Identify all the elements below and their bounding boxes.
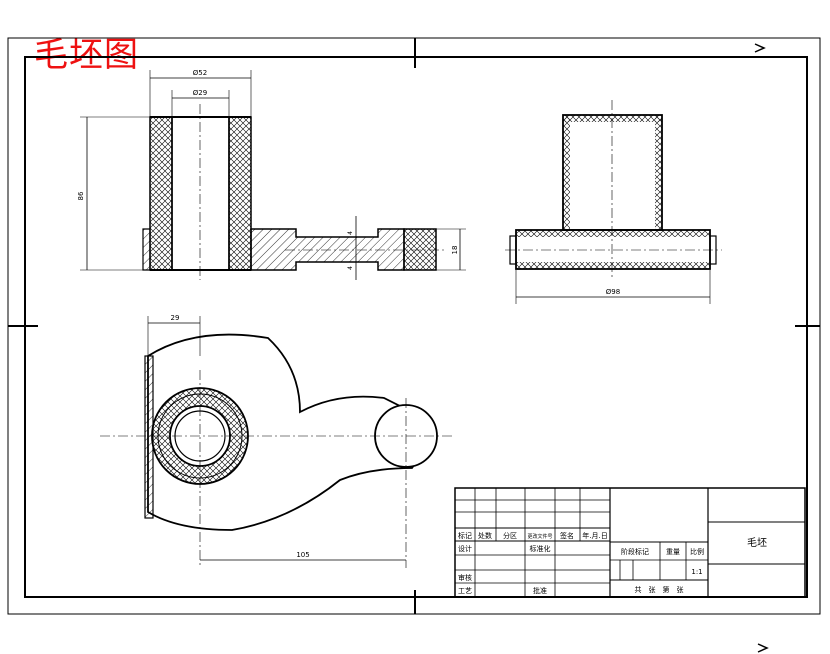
tb-weight: 重量 bbox=[666, 548, 680, 556]
blank-drawing-stamp: 毛坯图 bbox=[34, 35, 139, 75]
dim-hole-top: 4 bbox=[347, 231, 354, 235]
tb-review: 审核 bbox=[458, 573, 472, 582]
title-block-text: 标记 处数 分区 更改文件号 签名 年.月.日 设计 标准化 阶段标记 重量 比… bbox=[458, 531, 767, 595]
dim-height: 86 bbox=[77, 191, 85, 200]
dim-arm-height: 18 bbox=[451, 246, 459, 255]
tb-design: 设计 bbox=[458, 544, 472, 553]
sheet-frame bbox=[7, 37, 821, 653]
title-block bbox=[454, 487, 806, 598]
tb-signature: 签名 bbox=[560, 531, 574, 540]
dim-hole-bottom: 4 bbox=[347, 266, 354, 270]
tb-standardization: 标准化 bbox=[530, 544, 551, 553]
tb-mark: 标记 bbox=[458, 531, 472, 540]
tb-process: 工艺 bbox=[458, 587, 472, 595]
tb-zone: 分区 bbox=[503, 531, 517, 540]
dim-side-width: Ø98 bbox=[606, 288, 620, 296]
tb-approve: 批准 bbox=[533, 586, 547, 595]
dim-offset: 29 bbox=[171, 314, 180, 322]
tb-part-name: 毛坯 bbox=[747, 537, 767, 549]
dim-center-distance: 105 bbox=[296, 551, 309, 559]
tb-count: 处数 bbox=[478, 531, 492, 540]
tb-scale: 1:1 bbox=[691, 568, 702, 576]
tb-date: 年.月.日 bbox=[582, 531, 607, 540]
tb-sheets: 共 张 第 张 bbox=[635, 585, 684, 594]
tb-ratio: 比例 bbox=[690, 547, 704, 556]
tb-stage-mark: 阶段标记 bbox=[621, 547, 649, 556]
front-dimensions: Ø52 Ø29 86 18 4 4 bbox=[77, 69, 466, 280]
tb-change-doc: 更改文件号 bbox=[527, 533, 552, 540]
top-view: 29 105 bbox=[100, 314, 452, 568]
front-section-view bbox=[142, 104, 445, 280]
dim-inner-diameter: Ø29 bbox=[193, 89, 207, 97]
dim-outer-diameter: Ø52 bbox=[193, 69, 207, 77]
side-view: Ø98 bbox=[505, 100, 722, 304]
